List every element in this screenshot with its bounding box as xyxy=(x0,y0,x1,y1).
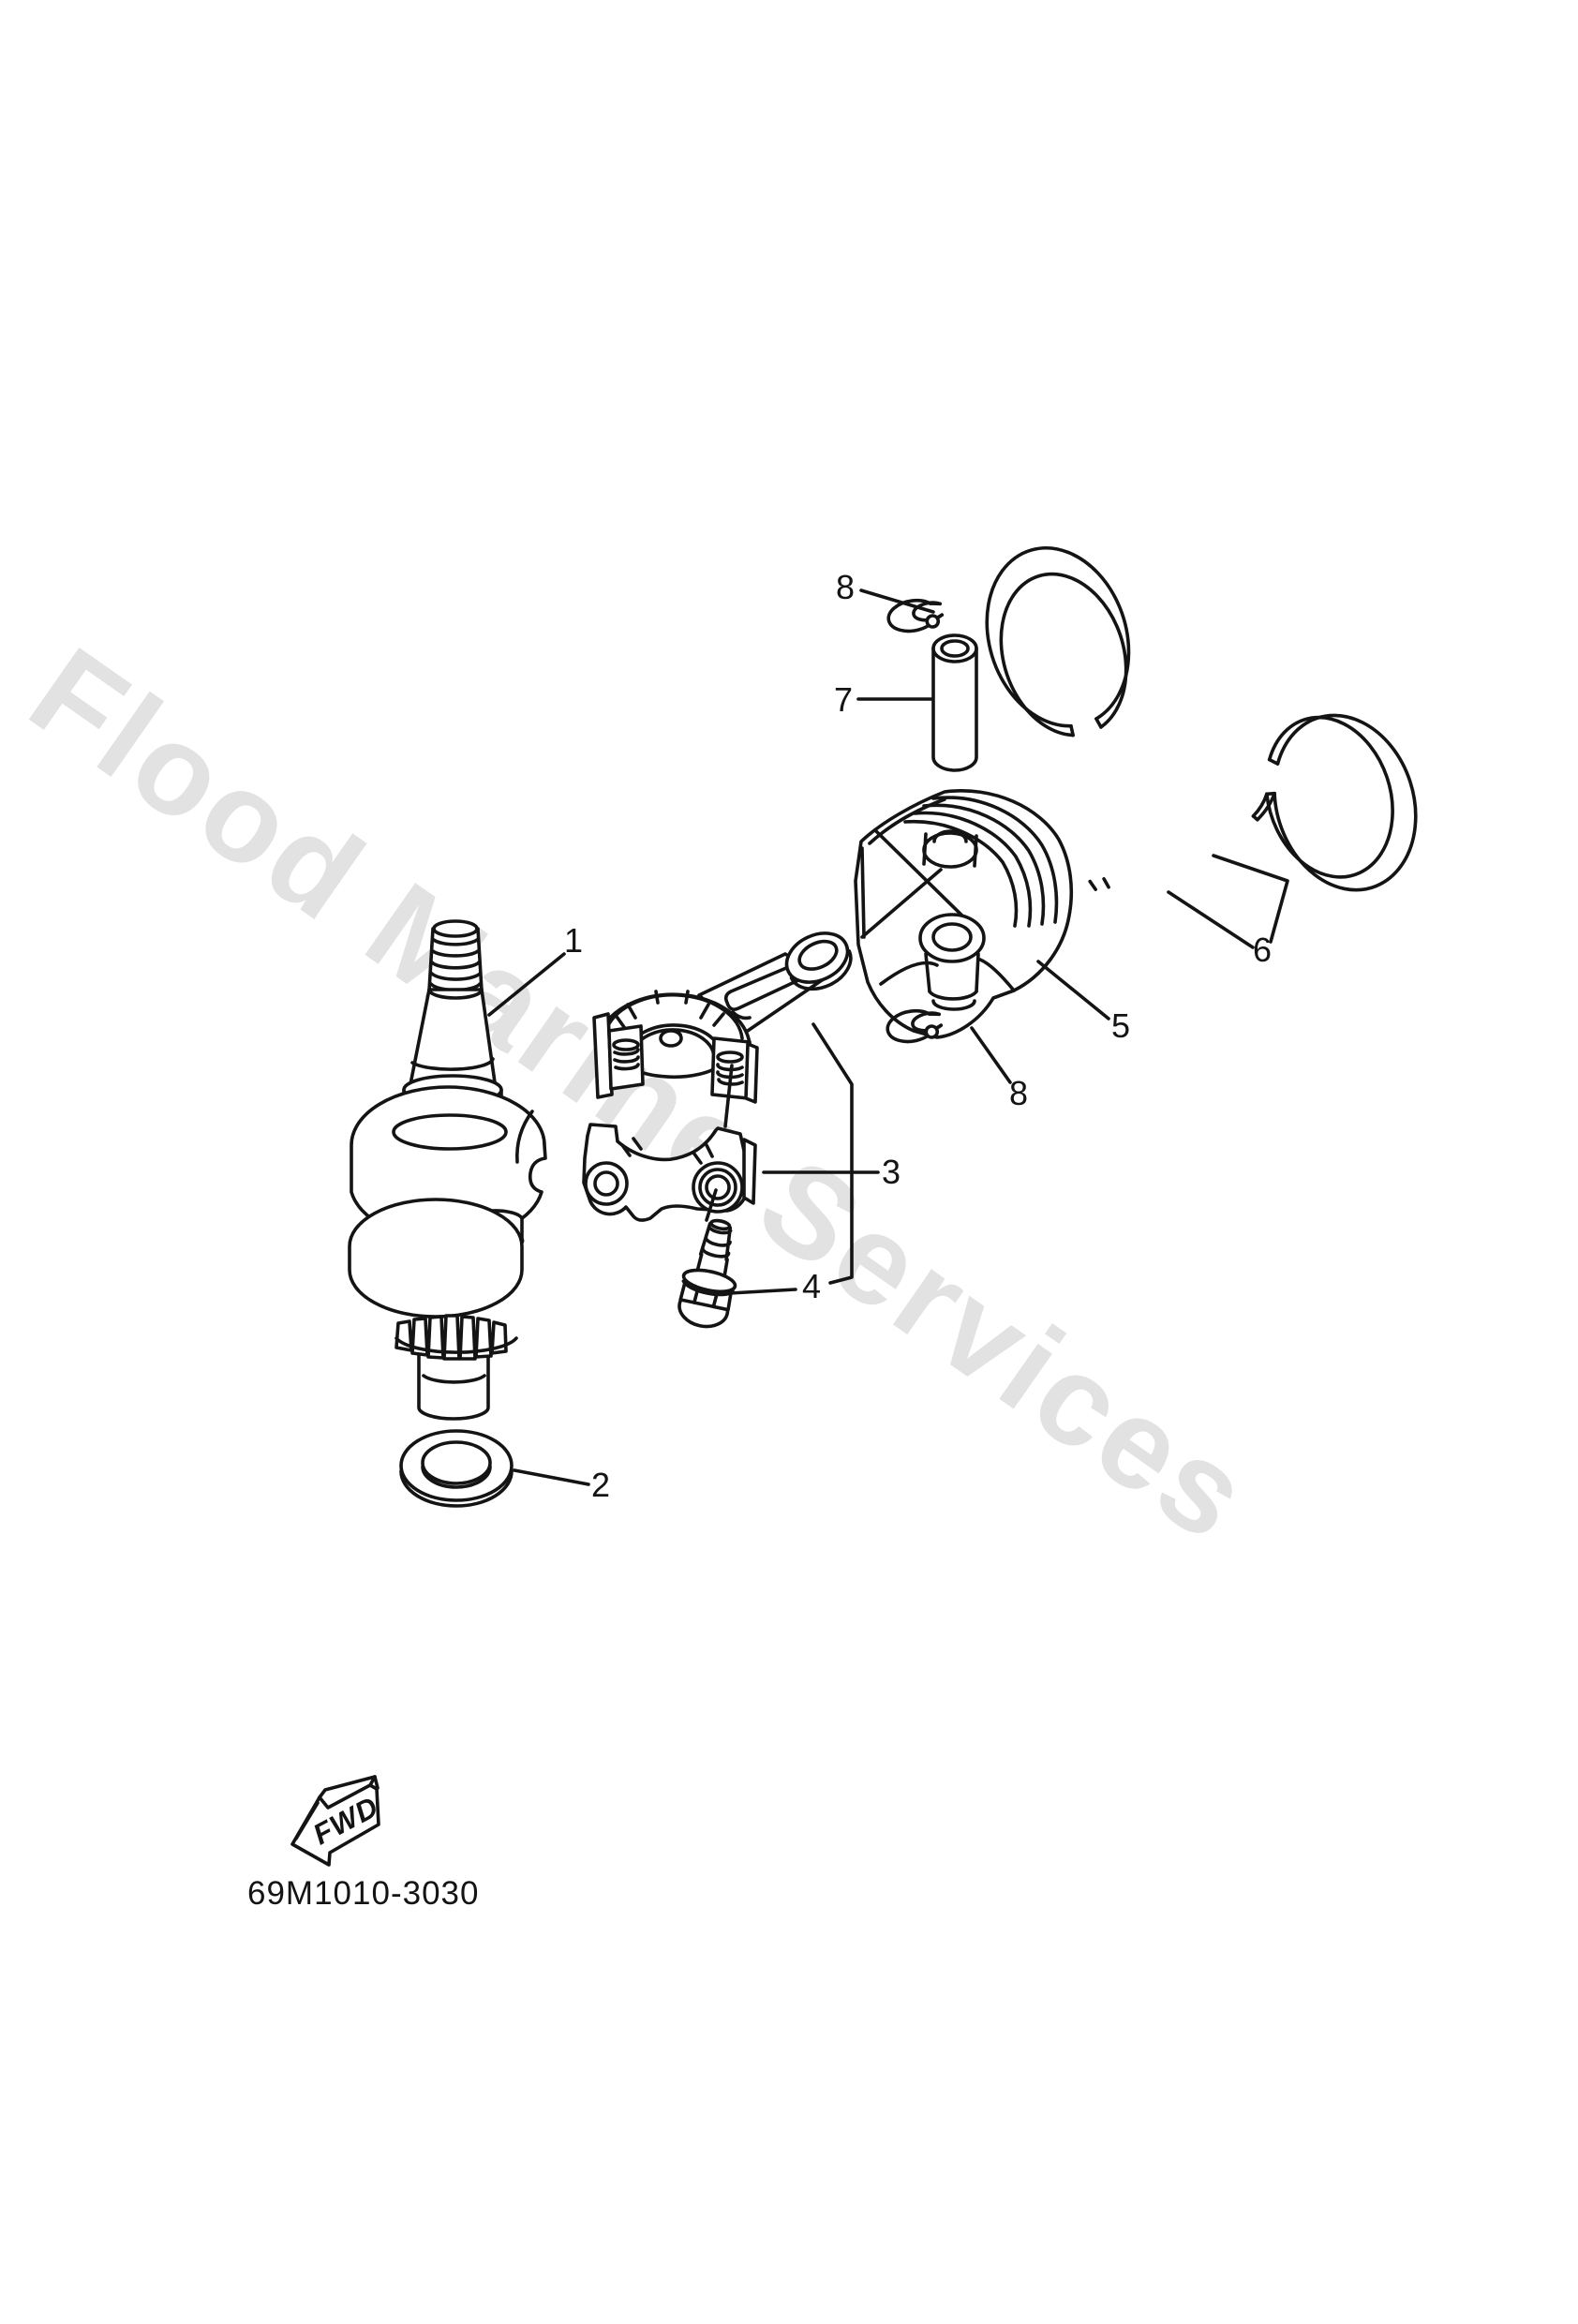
crankshaft-drawing xyxy=(348,919,547,1421)
callout-6-leader-b xyxy=(1212,854,1289,944)
cap-to-bolt-leader xyxy=(705,1188,718,1222)
callout-3-label: 3 xyxy=(882,1153,901,1191)
pin-clip-upper xyxy=(886,598,945,633)
callout-6-label: 6 xyxy=(1253,931,1272,969)
callout-7-label: 7 xyxy=(834,680,853,719)
callout-3-bracket xyxy=(811,1022,854,1285)
bolt-drawing xyxy=(677,1218,737,1329)
drawing-code: 69M1010-3030 xyxy=(247,1875,479,1912)
callout-8-upper-leader xyxy=(859,588,935,614)
piston-ring-2 xyxy=(1251,713,1418,892)
callout-5-leader xyxy=(1036,960,1110,1020)
piston-ring-1 xyxy=(985,546,1131,893)
piston-pin-drawing xyxy=(931,633,978,772)
callout-8-lower-label: 8 xyxy=(1009,1074,1028,1112)
callout-leaders xyxy=(487,588,1289,1486)
piston-drawing xyxy=(854,789,1074,1039)
fwd-arrow: FWD xyxy=(290,1775,384,1867)
callout-5-label: 5 xyxy=(1111,1006,1130,1045)
callout-2-label: 2 xyxy=(591,1466,610,1504)
callout-4-label: 4 xyxy=(802,1267,821,1305)
callout-8-upper-label: 8 xyxy=(836,568,855,606)
callout-4-leader xyxy=(728,1288,797,1295)
callout-1-leader xyxy=(487,952,566,1017)
washer-drawing xyxy=(399,1429,514,1508)
callout-2-leader xyxy=(513,1468,590,1486)
callout-1-label: 1 xyxy=(564,921,583,960)
callout-numbers: 1 2 3 4 5 6 7 8 8 xyxy=(564,568,1272,1504)
callout-6-leader-a xyxy=(1167,890,1255,949)
callout-8-lower-leader xyxy=(970,1026,1012,1084)
pin-clip-lower xyxy=(886,1008,944,1044)
rod-to-cap-leader xyxy=(723,1064,734,1128)
connecting-rod-drawing xyxy=(582,931,853,1222)
